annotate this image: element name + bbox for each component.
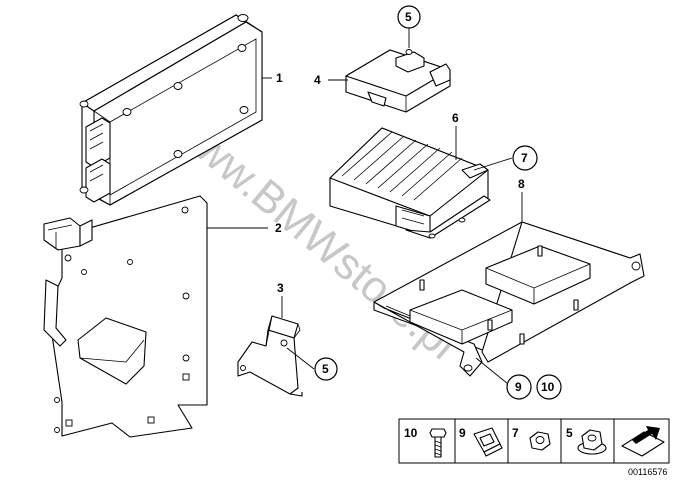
callout-2: 2: [275, 221, 282, 235]
diagram-id: 00116576: [628, 467, 667, 477]
part-6-amplifier[interactable]: [329, 127, 491, 239]
flange-nut-icon: [577, 429, 607, 455]
part-8-tray-bracket[interactable]: [373, 221, 645, 377]
legend-number-9: 9: [459, 426, 466, 440]
part-4-small-module[interactable]: [345, 49, 451, 113]
callout-5-mid-circle: [314, 357, 338, 381]
legend-item-10[interactable]: 10: [404, 426, 447, 458]
next-arrow-icon[interactable]: [621, 426, 665, 457]
legend-number-7: 7: [512, 426, 519, 440]
fastener-legend: 10 9 7 5: [398, 418, 670, 464]
legend-number-5: 5: [566, 426, 573, 440]
callout-5-top: 5: [405, 10, 412, 24]
callout-5-mid: 5: [322, 362, 329, 376]
callout-7: 7: [521, 151, 528, 165]
legend-item-5[interactable]: 5: [566, 426, 607, 455]
legend-item-9[interactable]: 9: [459, 426, 503, 457]
part-3-small-bracket[interactable]: [237, 315, 303, 397]
legend-item-7[interactable]: 7: [512, 426, 551, 451]
callout-9: 9: [515, 380, 522, 394]
bolt-icon: [429, 428, 447, 458]
callout-6: 6: [452, 111, 459, 125]
callout-9-circle: [506, 374, 532, 400]
part-1-control-module[interactable]: [79, 14, 263, 206]
callout-1: 1: [276, 71, 283, 85]
legend-number-10: 10: [404, 426, 418, 440]
callout-8: 8: [518, 177, 525, 191]
callout-7-circle: [512, 145, 538, 171]
callout-4: 4: [314, 73, 321, 87]
clip-nut-icon: [473, 427, 503, 457]
callout-10-circle: [536, 374, 562, 400]
part-2-mounting-bracket[interactable]: [43, 195, 208, 438]
callout-5-top-circle: [397, 5, 421, 29]
callout-10: 10: [541, 380, 555, 394]
hex-nut-icon: [529, 431, 551, 451]
callout-3: 3: [277, 281, 284, 295]
